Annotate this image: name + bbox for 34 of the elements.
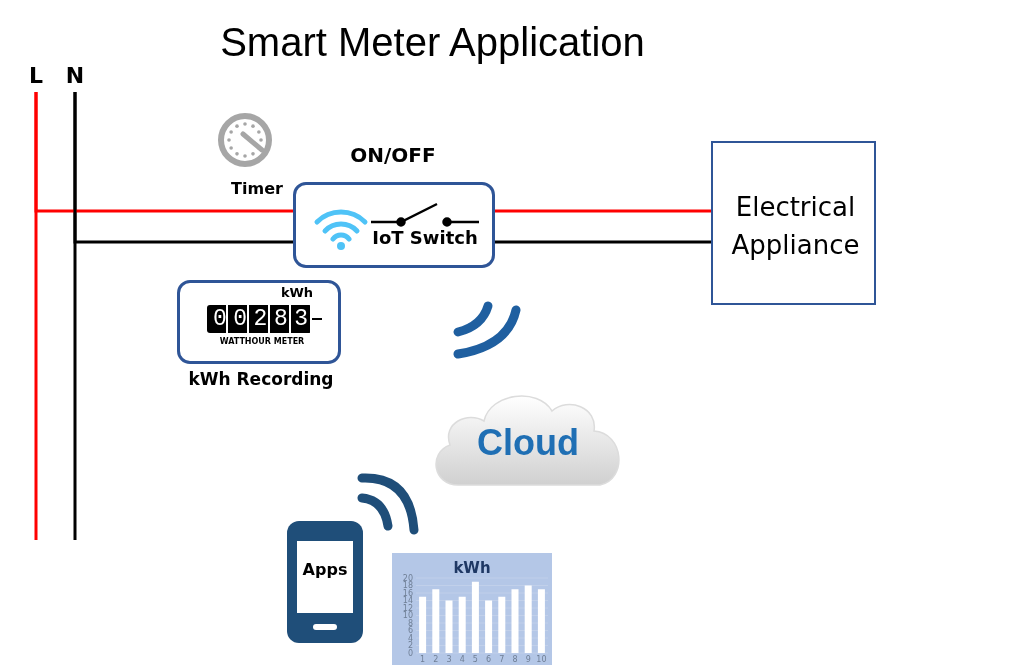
tick-label: 0 [407, 648, 413, 658]
tick-label: 6 [407, 626, 413, 636]
tick-label: 4 [459, 655, 465, 664]
switch-heading: ON/OFF [349, 144, 437, 166]
timer-label: Timer [230, 180, 284, 198]
tick-label: 3 [446, 655, 452, 664]
tick-label: 7 [499, 655, 505, 664]
recording-label: kWh Recording [187, 370, 335, 389]
tick-label: 10 [402, 611, 413, 621]
tick-label: 2 [407, 641, 413, 651]
tick-label: 20 [402, 573, 413, 583]
phase-label: L [28, 64, 44, 89]
meter-caption: WATTHOUR METER [218, 338, 306, 347]
app-label: Apps [301, 561, 349, 579]
diagram-title: Smart Meter Application [219, 20, 646, 64]
tick-label: 14 [402, 596, 413, 606]
tick-label: 8 [512, 655, 518, 664]
chart-title: kWh [453, 559, 491, 577]
tick-label: 4 [407, 633, 413, 643]
tick-label: 1 [420, 655, 426, 664]
switch-label: IoT Switch [371, 228, 479, 248]
unit-label: kWh [279, 286, 315, 301]
tick-label: 16 [402, 588, 413, 598]
tick-label: 10 [536, 655, 547, 664]
cloud-label: Cloud [476, 423, 580, 463]
tick-label: 6 [486, 655, 492, 664]
tick-label: 5 [472, 655, 478, 664]
tick-label: 9 [525, 655, 531, 664]
tick-label: 8 [407, 618, 413, 628]
tick-label: 12 [402, 603, 413, 613]
tick-label: 18 [402, 581, 413, 591]
neutral-label: N [65, 64, 85, 89]
appliance-label: Electrical Appliance [730, 191, 861, 262]
tick-label: 2 [433, 655, 439, 664]
